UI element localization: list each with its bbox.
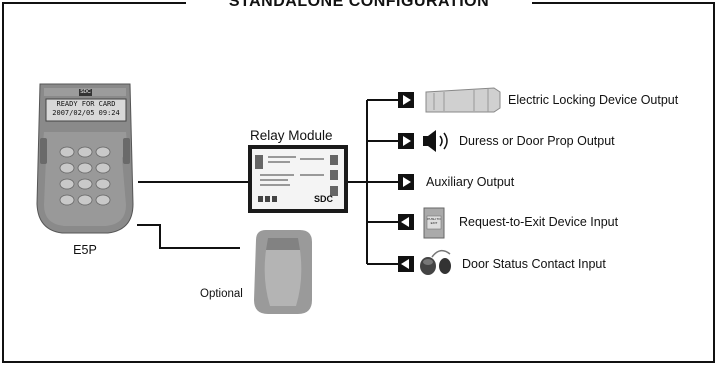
speaker-icon: [423, 130, 448, 152]
diagram-title: STANDALONE CONFIGURATION: [186, 0, 532, 11]
push-to-exit-icon: [423, 207, 445, 239]
connection-label-duress: Duress or Door Prop Output: [459, 134, 615, 148]
motion-sensor: [254, 230, 312, 314]
relay-module-board: [248, 145, 348, 213]
connection-label-auxiliary: Auxiliary Output: [426, 175, 515, 189]
connection-label-electric-lock: Electric Locking Device Output: [508, 93, 679, 107]
e5p-keypad: [36, 83, 134, 234]
e5p-label: E5P: [73, 243, 97, 257]
keypad-display: [45, 98, 127, 122]
keypad-display-text: READY FOR CARD 2007/02/05 09:24: [52, 100, 120, 117]
keypad-buttons: [59, 146, 111, 206]
output-marker-icon: [398, 133, 414, 149]
direction-markers: [398, 92, 414, 272]
door-contact-icon: [420, 249, 451, 275]
optional-label: Optional: [200, 288, 243, 300]
connection-label-door-status: Door Status Contact Input: [462, 257, 606, 271]
keypad-brand: SDC: [80, 89, 91, 95]
sdc-logo: [79, 89, 92, 96]
output-marker-icon: [398, 174, 414, 190]
maglock-icon: [425, 87, 501, 113]
output-marker-icon: [398, 92, 414, 108]
relay-module-brand: SDC: [314, 194, 334, 204]
input-marker-icon: [398, 214, 414, 230]
connection-label-request-to-exit: Request-to-Exit Device Input: [459, 215, 619, 229]
exit-button-text: PUSH TO EXIT: [427, 217, 441, 225]
input-marker-icon: [398, 256, 414, 272]
relay-module-label: Relay Module: [250, 128, 333, 143]
wiring: [137, 99, 398, 265]
